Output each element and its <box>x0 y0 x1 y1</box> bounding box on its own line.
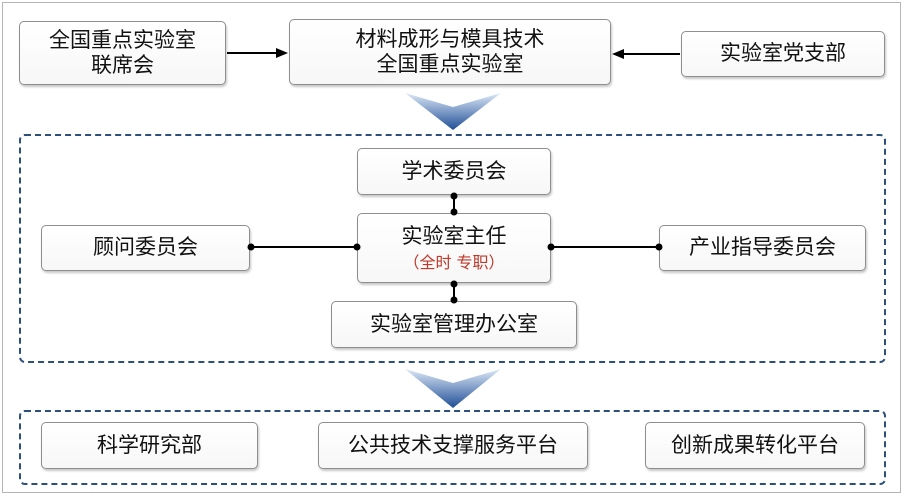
director-box: 实验室主任 （全时 专职） <box>357 213 551 283</box>
research-box: 科学研究部 <box>41 422 258 469</box>
tech-platform-label: 公共技术支撑服务平台 <box>348 432 558 457</box>
tech-platform-box: 公共技术支撑服务平台 <box>318 422 588 469</box>
down-chevron-1 <box>405 93 501 130</box>
link-director-office <box>450 280 458 304</box>
lab-box: 材料成形与模具技术 全国重点实验室 <box>289 19 611 85</box>
management-group <box>19 134 886 363</box>
office-box: 实验室管理办公室 <box>331 301 577 348</box>
down-chevron-2 <box>405 369 501 408</box>
director-note: （全时 专职） <box>403 252 505 272</box>
platform-group <box>19 410 886 485</box>
industry-committee-label: 产业指导委员会 <box>689 235 836 260</box>
innovation-platform-label: 创新成果转化平台 <box>671 432 839 457</box>
advisory-committee-label: 顾问委员会 <box>93 235 198 260</box>
research-label: 科学研究部 <box>97 432 202 457</box>
link-advisory-director <box>247 243 361 251</box>
academic-committee-label: 学术委员会 <box>401 158 507 183</box>
arrow-party-to-lab <box>612 49 680 59</box>
lab-label: 材料成形与模具技术 全国重点实验室 <box>355 26 545 76</box>
industry-committee-box: 产业指导委员会 <box>659 225 866 271</box>
innovation-platform-box: 创新成果转化平台 <box>645 422 865 469</box>
link-academic-director <box>450 192 458 216</box>
link-director-industry <box>547 243 663 251</box>
party-branch-box: 实验室党支部 <box>681 31 885 77</box>
academic-committee-box: 学术委员会 <box>357 148 551 195</box>
joint-council-box: 全国重点实验室 联席会 <box>19 21 226 85</box>
arrow-joint-to-lab <box>227 48 288 58</box>
joint-council-label: 全国重点实验室 联席会 <box>49 27 196 77</box>
advisory-committee-box: 顾问委员会 <box>41 225 250 271</box>
party-branch-label: 实验室党支部 <box>720 41 846 66</box>
office-label: 实验室管理办公室 <box>370 311 538 336</box>
director-label: 实验室主任 <box>401 224 507 249</box>
